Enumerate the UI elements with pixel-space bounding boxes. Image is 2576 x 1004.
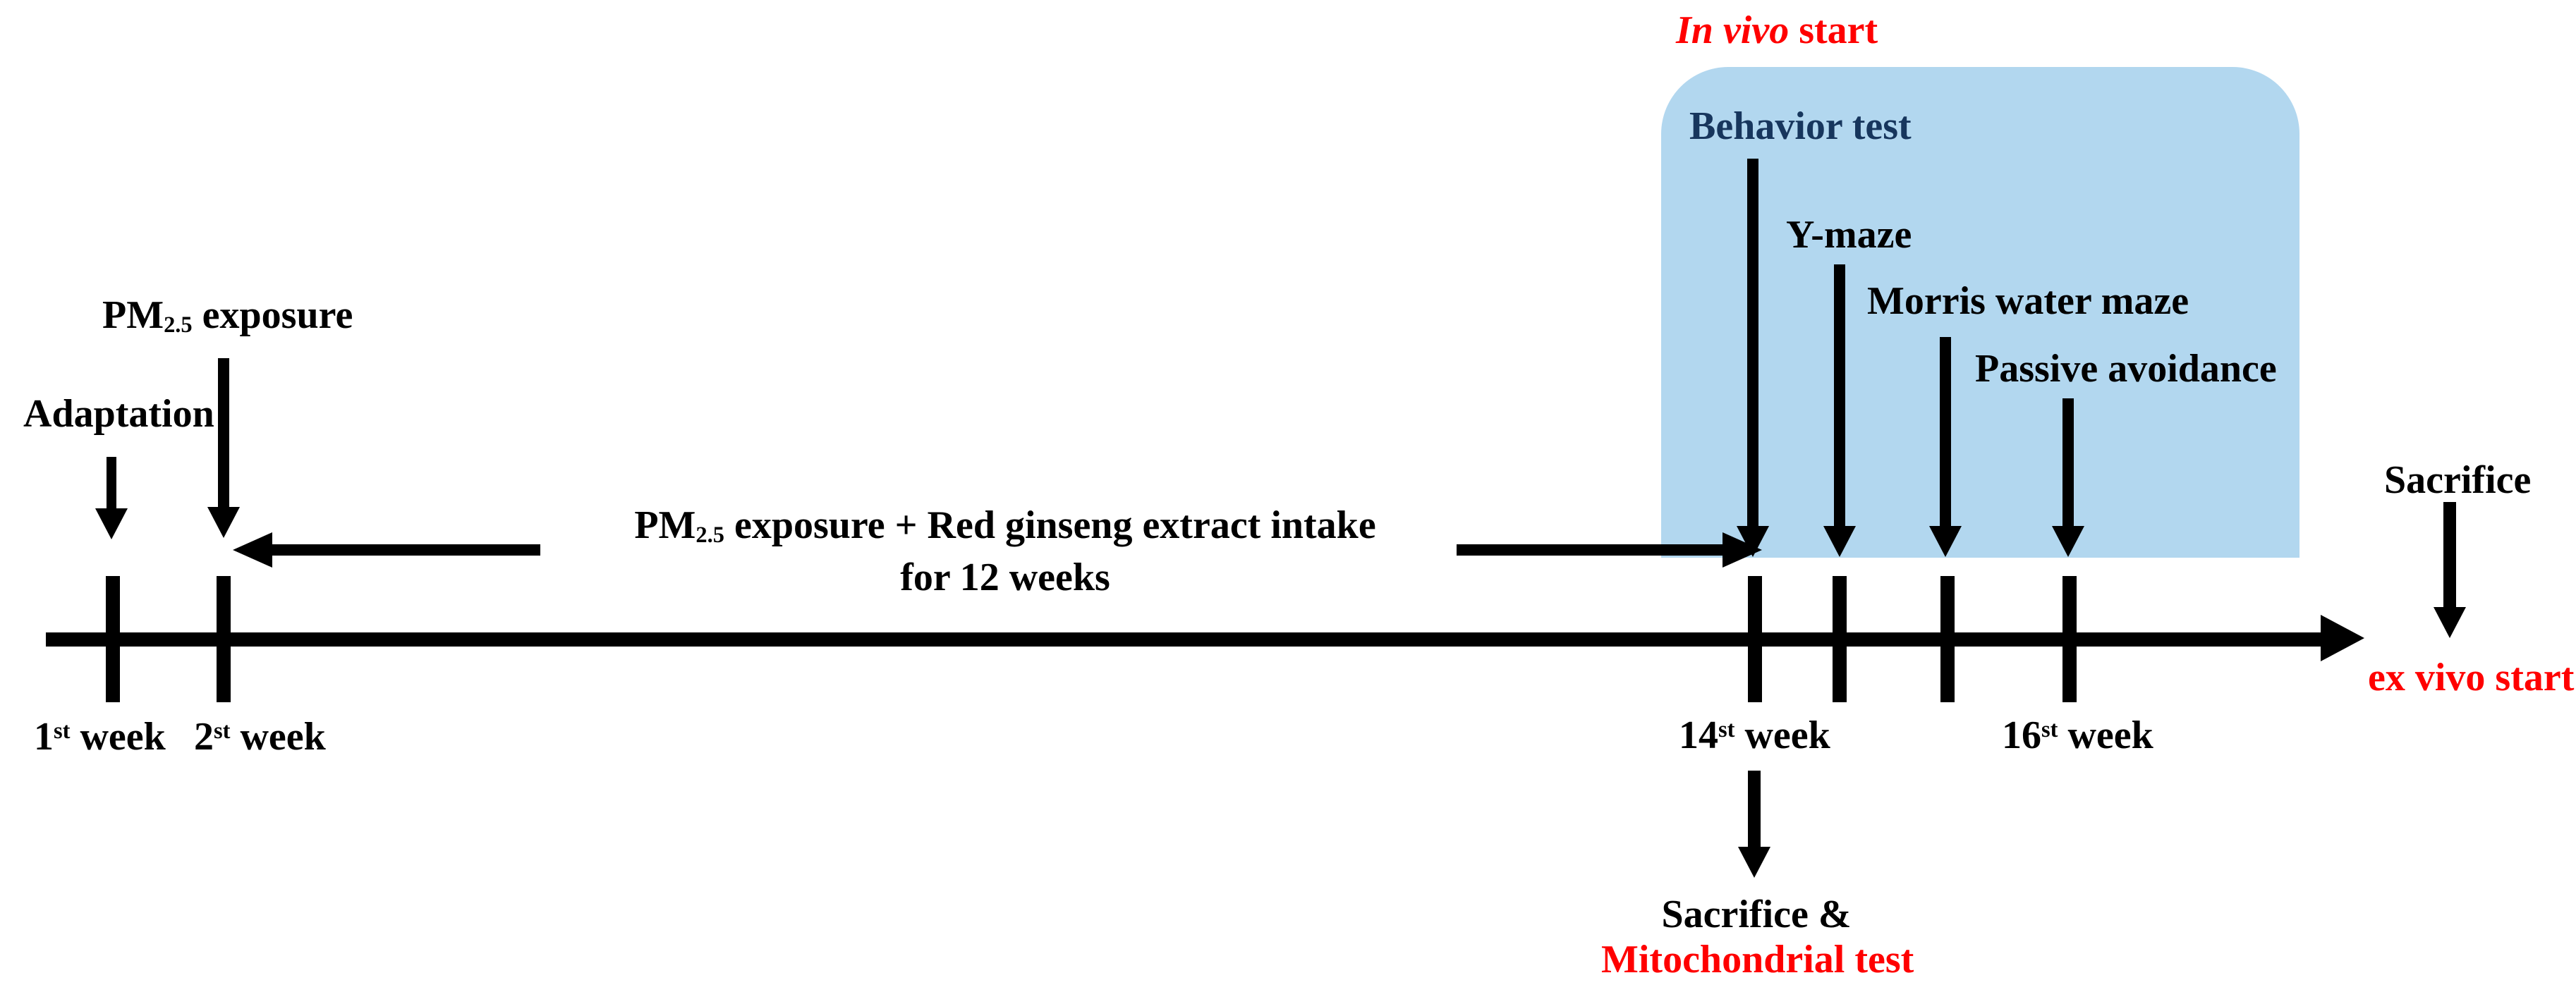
week-ordinal: st (54, 718, 71, 745)
week-label-1: 1st week (34, 715, 166, 759)
tick-week-16a (1940, 576, 1955, 702)
treatment-note-line2: for 12 weeks (900, 556, 1110, 599)
span-arrow-right-icon (1457, 532, 1762, 568)
week-text: week (230, 715, 326, 759)
adaptation-down-arrow-icon (95, 457, 128, 539)
sacrifice-label: Sacrifice (2384, 458, 2532, 502)
tick-week-1 (106, 576, 120, 702)
week-ordinal: st (2041, 717, 2058, 743)
pm-subscript: 2.5 (164, 312, 193, 338)
arrow-shaft (2443, 502, 2456, 607)
arrow-head (1823, 526, 1856, 557)
exposure-text: exposure (192, 293, 353, 337)
arrow-head (1738, 847, 1770, 878)
timeline-arrow-icon (46, 615, 2364, 661)
week-label-16: 16st week (2002, 714, 2153, 758)
arrow-shaft (2062, 398, 2074, 526)
mitochondrial-test-label: Mitochondrial test (1601, 938, 1914, 981)
arrow-head (95, 508, 128, 539)
timeline-arrow-head (2321, 615, 2364, 661)
pm-subscript: 2.5 (695, 522, 724, 549)
morris-water-maze-down-arrow-icon (1929, 337, 1962, 557)
arrow-shaft (1834, 264, 1845, 526)
in-vivo-start-text: start (1789, 8, 1878, 52)
week-text: week (70, 715, 166, 759)
test-label-passive-avoidance: Passive avoidance (1975, 347, 2277, 391)
week-number: 1 (34, 715, 54, 759)
test-label-morris-water-maze: Morris water maze (1867, 279, 2189, 323)
mito-down-arrow-icon (1738, 771, 1770, 878)
test-label-y-maze: Y-maze (1786, 213, 1912, 257)
pm25-exposure-label: PM2.5 exposure (102, 293, 353, 338)
behavior-test-down-arrow-icon (1737, 159, 1769, 557)
week-number: 14 (1679, 714, 1718, 757)
tick-week-16b (2062, 576, 2077, 702)
sacrifice-down-arrow-icon (2434, 502, 2466, 638)
in-vivo-italic-text: In vivo (1676, 8, 1790, 52)
pm-text: PM (102, 293, 164, 337)
week-ordinal: st (214, 718, 231, 745)
arrow-head (233, 532, 272, 568)
week-label-2: 2st week (194, 715, 326, 759)
tick-week-14 (1748, 576, 1762, 702)
arrow-head (1723, 532, 1762, 568)
arrow-shaft (1748, 771, 1761, 847)
arrow-shaft (1457, 544, 1724, 556)
arrow-shaft (218, 358, 229, 507)
pm-text: PM (634, 503, 696, 547)
ex-vivo-start-label: ex vivo start (2368, 656, 2575, 699)
adaptation-label: Adaptation (23, 392, 214, 436)
behavior-test-title: Behavior test (1689, 104, 1912, 148)
passive-avoidance-down-arrow-icon (2052, 398, 2084, 557)
arrow-shaft (107, 457, 116, 508)
arrow-shaft (271, 544, 540, 556)
week-ordinal: st (1718, 717, 1735, 743)
in-vivo-start-label: In vivo start (1676, 8, 1878, 53)
pm25-down-arrow-icon (207, 358, 240, 539)
span-arrow-left-icon (233, 532, 540, 568)
y-maze-down-arrow-icon (1823, 264, 1856, 557)
week-text: week (2058, 714, 2153, 757)
timeline-shaft (46, 632, 2322, 647)
arrow-shaft (1747, 159, 1758, 526)
week-label-14: 14st week (1679, 714, 1830, 758)
week-number: 2 (194, 715, 214, 759)
week-text: week (1734, 714, 1830, 757)
sacrifice-and-label: Sacrifice & (1661, 893, 1852, 936)
behavior-test-box (1661, 67, 2299, 558)
week-number: 16 (2002, 714, 2041, 757)
arrow-shaft (1940, 337, 1951, 526)
arrow-head (2434, 607, 2466, 638)
treatment-text: exposure + Red ginseng extract intake (724, 503, 1376, 547)
arrow-head (2052, 526, 2084, 557)
arrow-head (1929, 526, 1962, 557)
treatment-note-line1: PM2.5 exposure + Red ginseng extract int… (621, 502, 1390, 554)
treatment-period-note: PM2.5 exposure + Red ginseng extract int… (621, 502, 1390, 601)
tick-week-2 (217, 576, 231, 702)
tick-week-15 (1833, 576, 1847, 702)
